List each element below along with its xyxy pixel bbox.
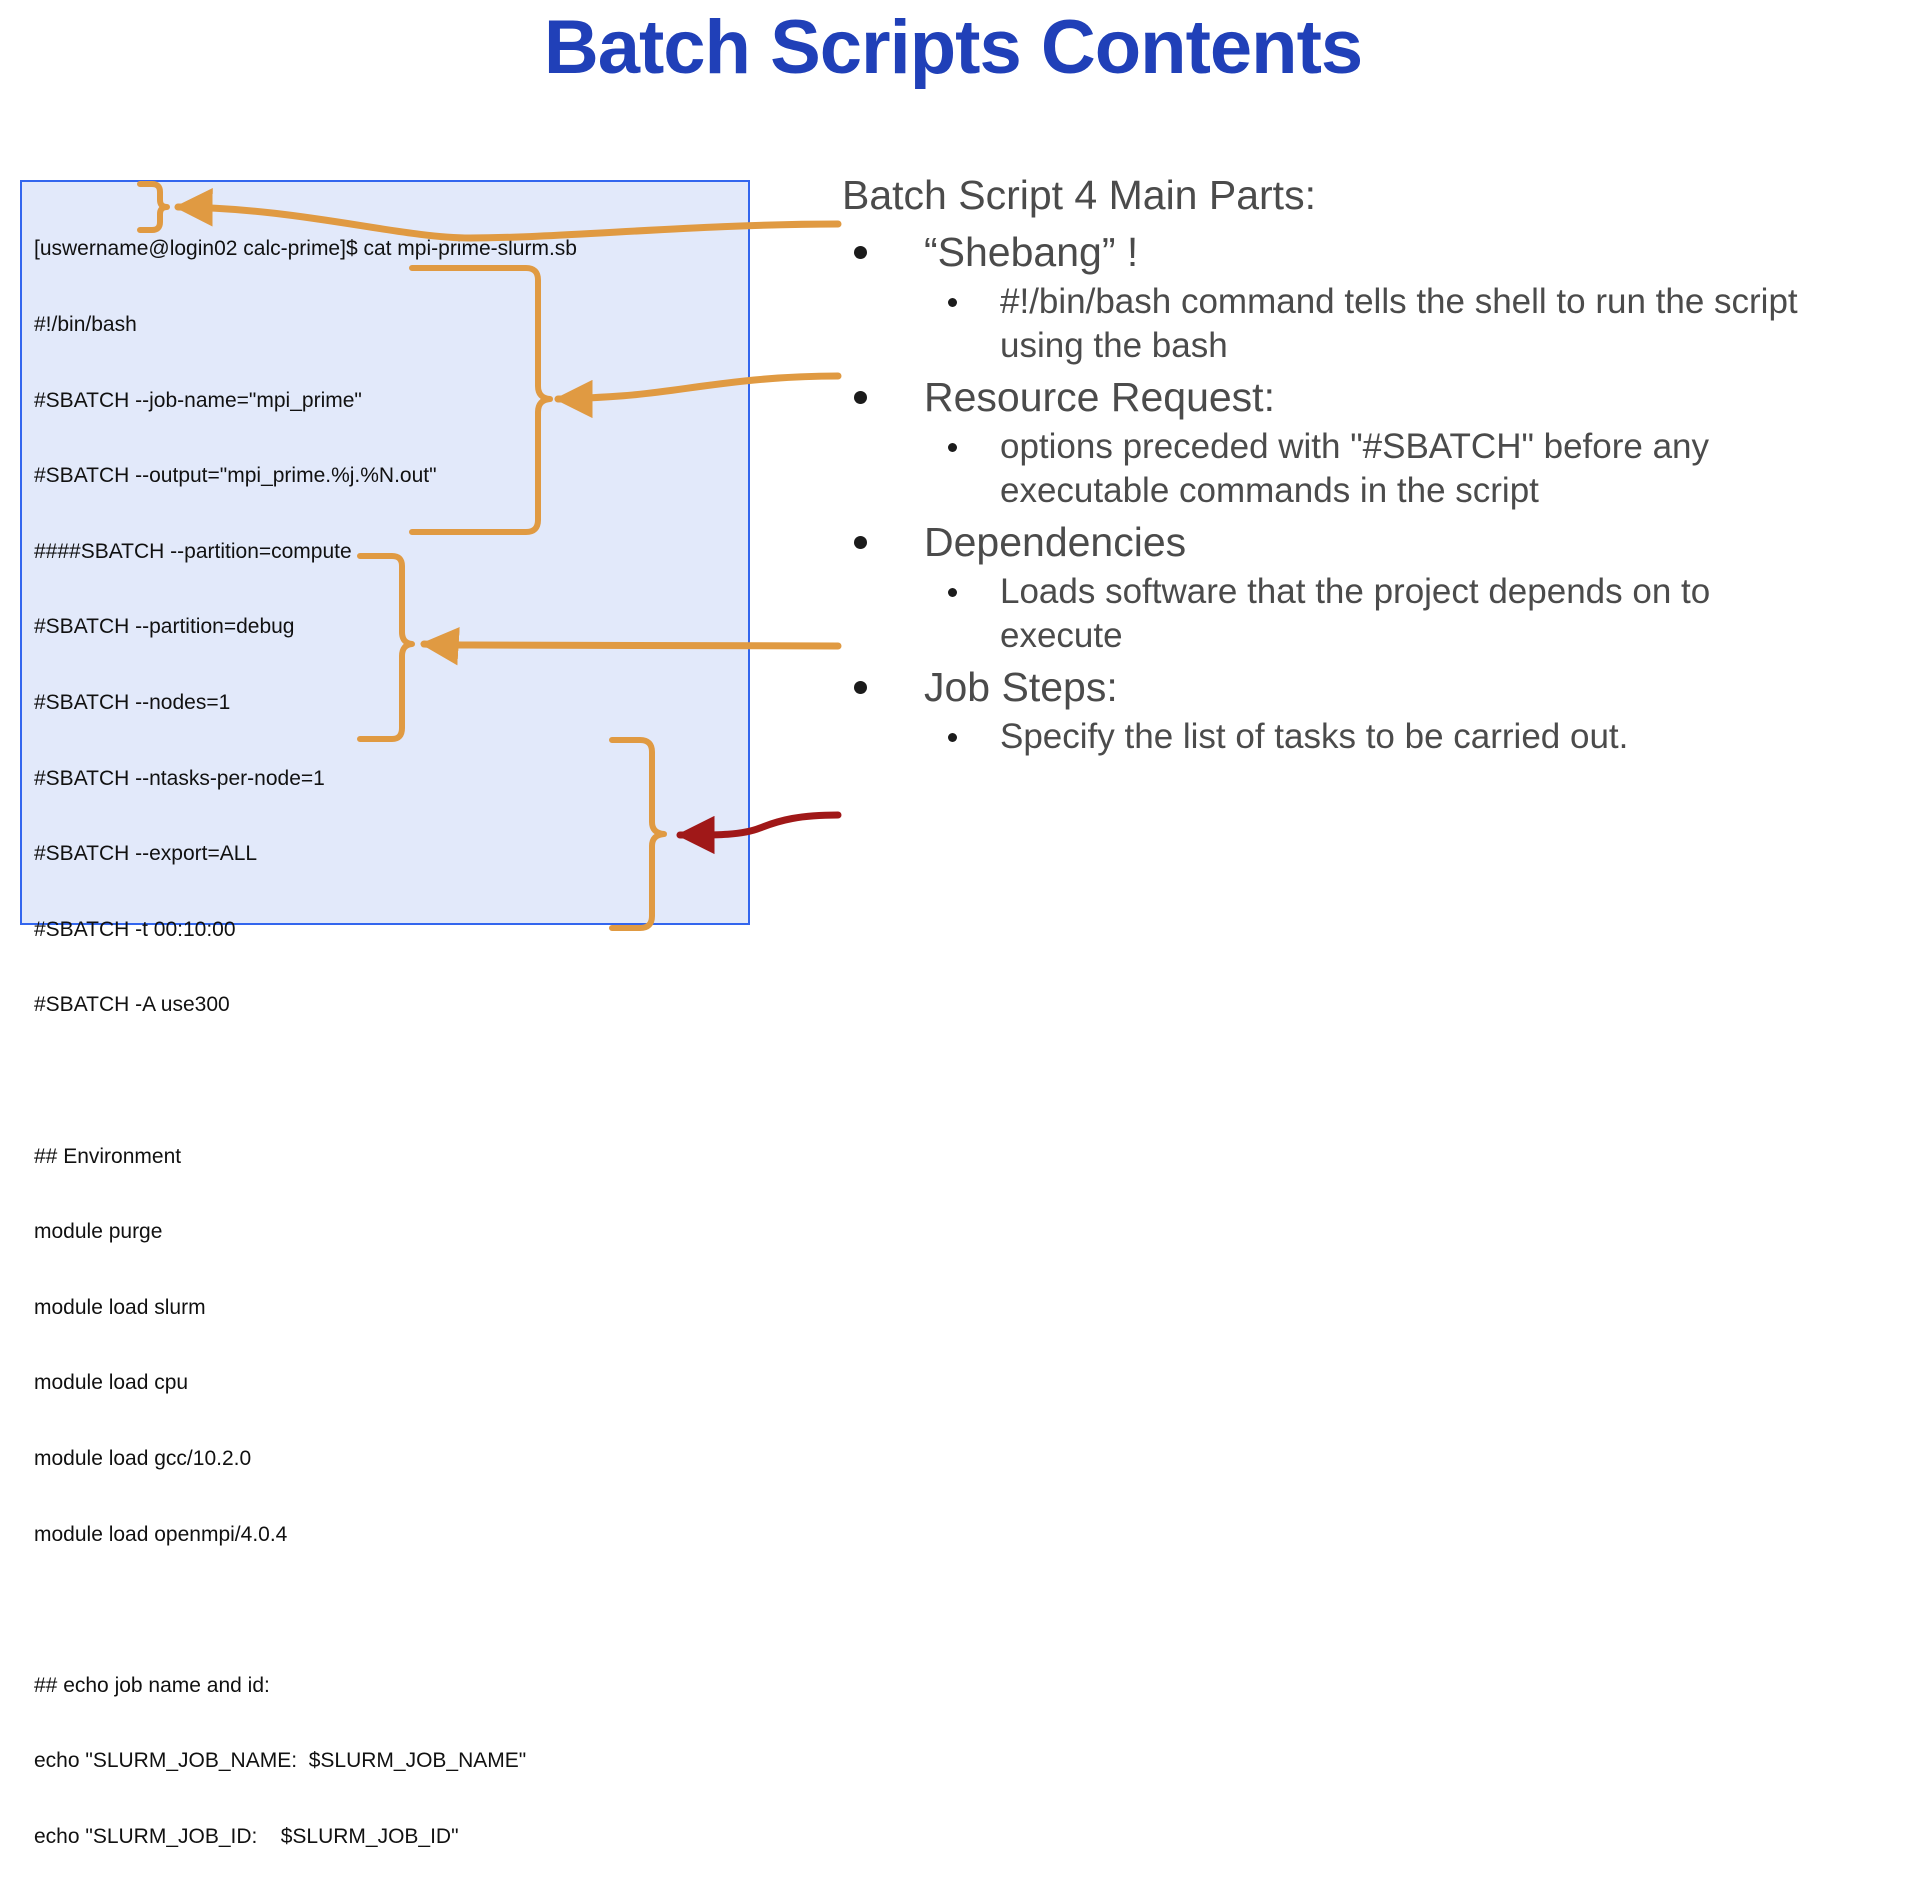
bullet-dot-icon [854, 681, 867, 694]
page-title: Batch Scripts Contents [543, 5, 1363, 90]
bullet-dot-icon [948, 733, 957, 742]
bullet-subitem-text: #!/bin/bash command tells the shell to r… [1000, 282, 1798, 365]
bullet-dot-icon [948, 588, 957, 597]
code-line: #SBATCH --job-name="mpi_prime" [34, 388, 362, 412]
batch-script-code-panel: [uswername@login02 calc-prime]$ cat mpi-… [20, 180, 750, 1848]
bullet-dot-icon [854, 246, 867, 259]
bullet-item-shebang: “Shebang” ! [830, 227, 1900, 278]
bullet-item-job-steps: Job Steps: [830, 662, 1900, 713]
bullet-subitem-resource-request: options preceded with "#SBATCH" before a… [830, 425, 1900, 513]
code-line: echo "SLURM_JOB_NAME: $SLURM_JOB_NAME" [34, 1749, 527, 1773]
code-line: #SBATCH --output="mpi_prime.%j.%N.out" [34, 464, 437, 488]
bullet-dot-icon [854, 391, 867, 404]
code-line: ## Environment [34, 1144, 182, 1168]
code-line-blank [34, 1597, 750, 1622]
code-line: module load openmpi/4.0.4 [34, 1522, 288, 1546]
bullet-dot-icon [854, 536, 867, 549]
bullet-label: Job Steps: [924, 664, 1118, 710]
code-line: #SBATCH --ntasks-per-node=1 [34, 766, 325, 790]
bullet-item-dependencies: Dependencies [830, 517, 1900, 568]
code-line: module load cpu [34, 1371, 189, 1395]
code-line: module purge [34, 1220, 163, 1244]
code-line: ## echo job name and id: [34, 1673, 270, 1697]
code-line: #SBATCH --partition=debug [34, 615, 295, 639]
bullet-subitem-dependencies: Loads software that the project depends … [830, 570, 1900, 658]
code-line: echo "SLURM_JOB_ID: $SLURM_JOB_ID" [34, 1824, 459, 1848]
code-listing: [uswername@login02 calc-prime]$ cat mpi-… [34, 186, 750, 1888]
bullet-lead: Batch Script 4 Main Parts: [842, 172, 1316, 218]
bullet-subitem-text: Loads software that the project depends … [1000, 572, 1711, 655]
bullet-subitem-job-steps: Specify the list of tasks to be carried … [830, 715, 1900, 759]
bullet-label: “Shebang” ! [924, 229, 1139, 275]
bullet-subitem-text: Specify the list of tasks to be carried … [1000, 717, 1629, 756]
bullet-label: Dependencies [924, 519, 1187, 565]
code-line: #SBATCH -t 00:10:00 [34, 917, 236, 941]
code-line: ####SBATCH --partition=compute [34, 539, 352, 563]
bullet-dot-icon [948, 298, 957, 307]
code-line: #SBATCH --export=ALL [34, 842, 258, 866]
code-line: module load slurm [34, 1295, 206, 1319]
code-line: #SBATCH --nodes=1 [34, 690, 231, 714]
bullet-column: Batch Script 4 Main Parts: “Shebang” ! #… [830, 168, 1900, 761]
code-line: #SBATCH -A use300 [34, 993, 230, 1017]
bullet-dot-icon [948, 443, 957, 452]
code-line: [uswername@login02 calc-prime]$ cat mpi-… [34, 237, 577, 261]
code-line: #!/bin/bash [34, 313, 137, 336]
bullet-item-resource-request: Resource Request: [830, 372, 1900, 423]
code-line-blank [34, 1068, 750, 1093]
bullet-label: Resource Request: [924, 374, 1275, 420]
code-line: module load gcc/10.2.0 [34, 1446, 252, 1470]
bullet-subitem-shebang: #!/bin/bash command tells the shell to r… [830, 280, 1900, 368]
bullet-subitem-text: options preceded with "#SBATCH" before a… [1000, 427, 1710, 510]
